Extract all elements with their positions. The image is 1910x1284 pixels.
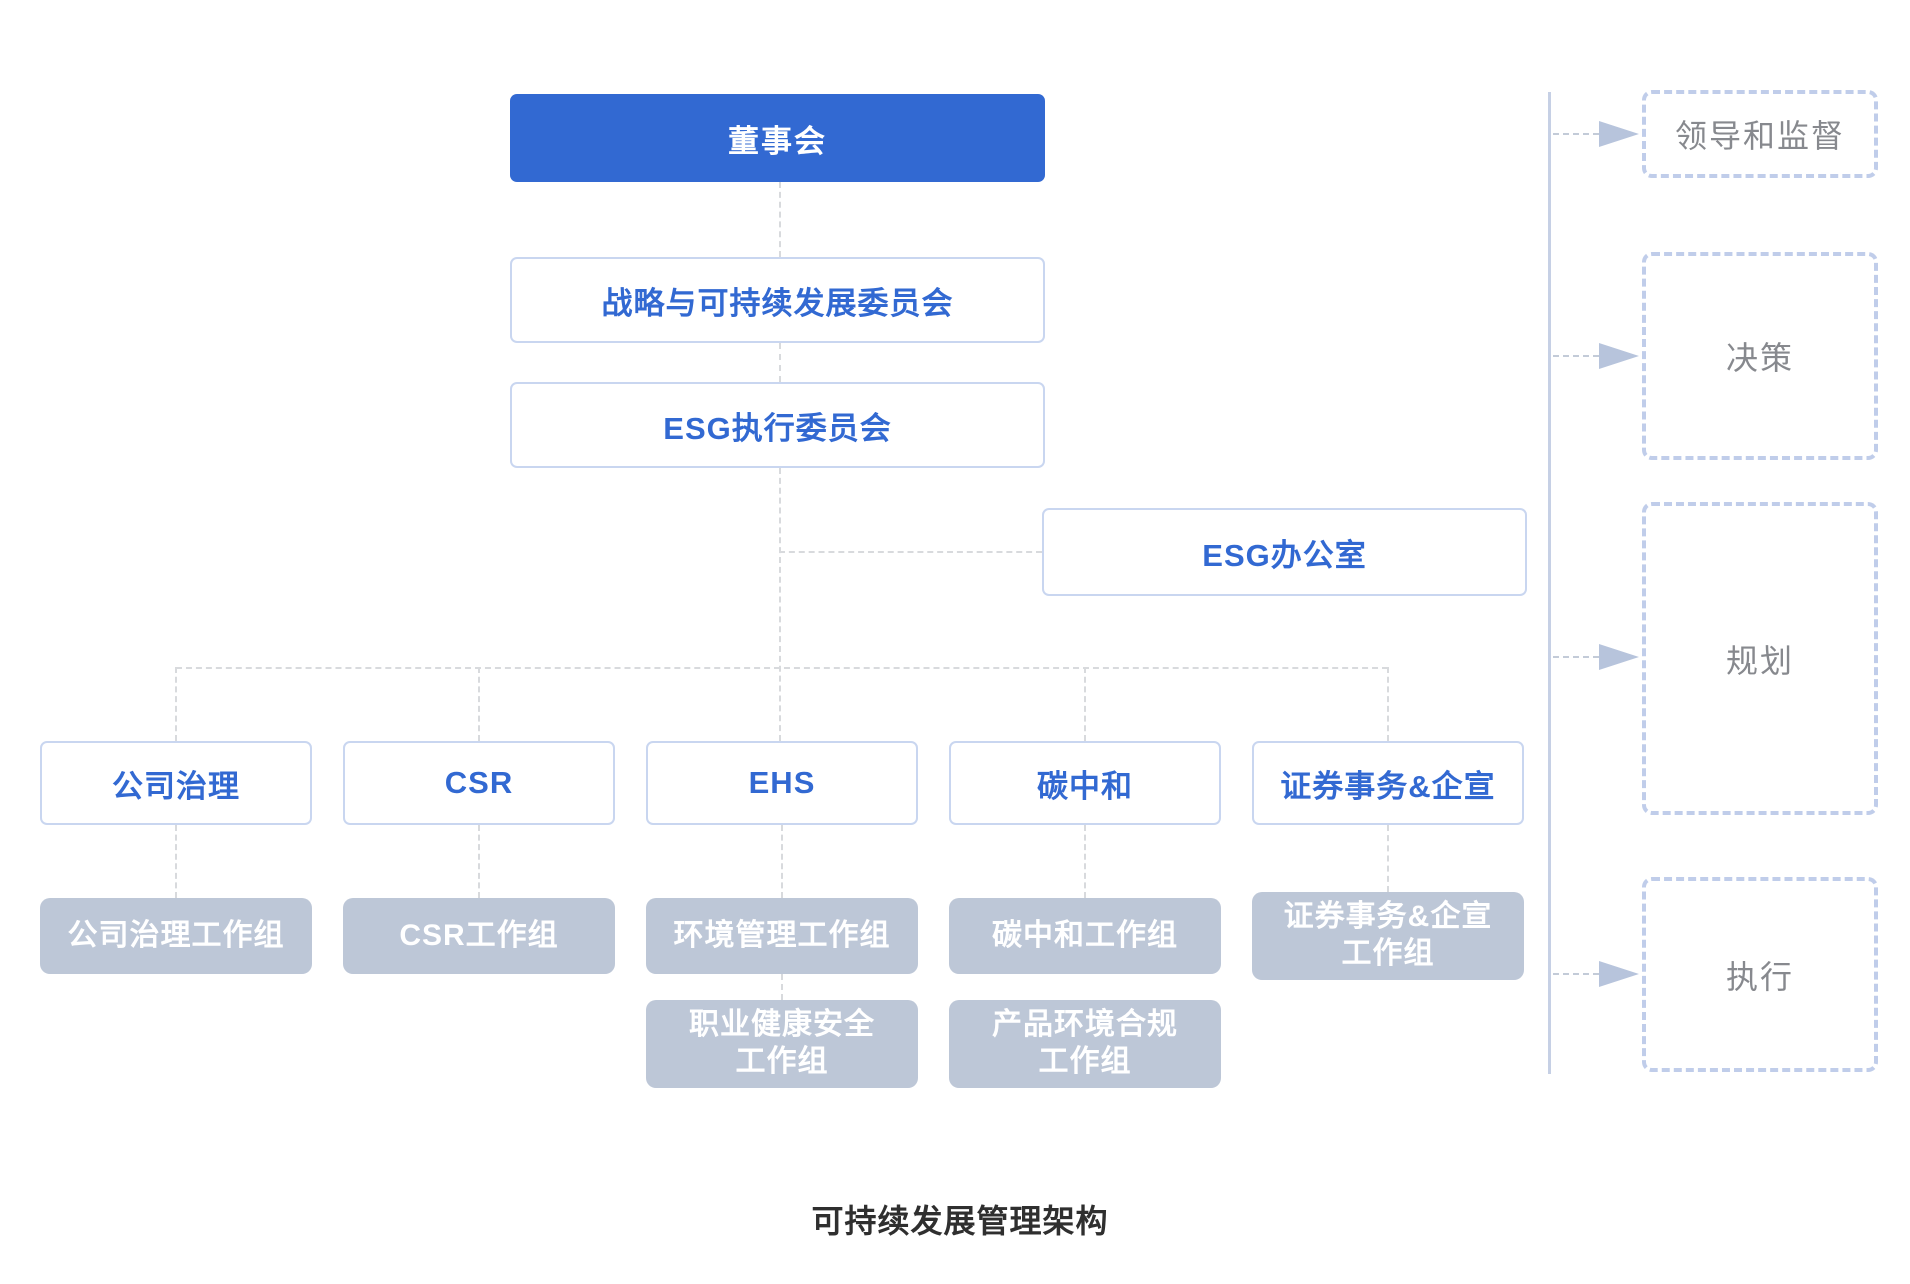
stage-planning-box: 规划 (1642, 502, 1878, 815)
wg-ohs-label-line1: 职业健康安全 (689, 1008, 875, 1042)
connector-stub-carbon (1084, 667, 1086, 741)
dept-governance-box: 公司治理 (40, 741, 312, 825)
connector-strategy-exec (779, 343, 781, 382)
wg-environment-box: 环境管理工作组 (646, 898, 918, 974)
arrow-dash-planning (1553, 656, 1599, 658)
wg-securities-box: 证券事务&企宣 工作组 (1252, 892, 1524, 980)
stage-supervision-label: 领导和监督 (1674, 118, 1845, 154)
strategy-committee-label: 战略与可持续发展委员会 (601, 285, 954, 321)
stage-supervision-box: 领导和监督 (1642, 90, 1878, 178)
wg-environment-label: 环境管理工作组 (673, 918, 891, 952)
dept-csr-box: CSR (343, 741, 615, 825)
wg-product-compliance-label-line1: 产品环境合规 (992, 1008, 1178, 1042)
stage-decision-label: 决策 (1725, 340, 1794, 376)
dept-securities-box: 证券事务&企宣 (1252, 741, 1524, 825)
esg-office-label: ESG办公室 (1202, 537, 1367, 573)
wg-csr-label: CSR工作组 (399, 918, 559, 952)
connector-governance-wg (175, 825, 177, 898)
arrow-icon-execution (1599, 961, 1639, 987)
board-label: 董事会 (728, 123, 827, 159)
connector-ehs-wg (781, 825, 783, 898)
wg-governance-box: 公司治理工作组 (40, 898, 312, 974)
stage-execution-label: 执行 (1725, 958, 1794, 995)
arrow-icon-supervision (1599, 121, 1639, 147)
wg-ohs-label-line2: 工作组 (735, 1045, 829, 1078)
esg-exec-committee-box: ESG执行委员会 (510, 382, 1045, 468)
wg-carbon-label: 碳中和工作组 (992, 918, 1178, 952)
connector-ehs-wg2 (781, 974, 783, 1000)
stage-execution-box: 执行 (1642, 877, 1878, 1072)
wg-carbon-box: 碳中和工作组 (949, 898, 1221, 974)
connector-stub-securities (1387, 667, 1389, 741)
dept-carbon-box: 碳中和 (949, 741, 1221, 825)
connector-stub-csr (478, 667, 480, 741)
arrow-dash-decision (1553, 355, 1599, 357)
connector-spine (779, 468, 781, 741)
dept-ehs-label: EHS (748, 765, 816, 800)
stage-decision-box: 决策 (1642, 252, 1878, 460)
strategy-committee-box: 战略与可持续发展委员会 (510, 257, 1045, 343)
arrow-icon-planning (1599, 644, 1639, 670)
stage-planning-label: 规划 (1725, 642, 1794, 679)
arrow-icon-decision (1599, 343, 1639, 369)
dept-governance-label: 公司治理 (112, 768, 240, 804)
dept-ehs-box: EHS (646, 741, 918, 825)
wg-product-compliance-box: 产品环境合规 工作组 (949, 1000, 1221, 1088)
wg-securities-label-line2: 工作组 (1341, 937, 1435, 970)
wg-product-compliance-label-line2: 工作组 (1038, 1045, 1132, 1078)
board-box: 董事会 (510, 94, 1045, 182)
connector-department-bus (176, 667, 1388, 669)
wg-securities-label-line1: 证券事务&企宣 (1283, 900, 1493, 934)
wg-ohs-box: 职业健康安全 工作组 (646, 1000, 918, 1088)
stage-guide-line (1548, 92, 1551, 1074)
connector-office-branch (779, 551, 1042, 553)
connector-csr-wg (478, 825, 480, 898)
esg-office-box: ESG办公室 (1042, 508, 1527, 596)
esg-exec-committee-label: ESG执行委员会 (663, 410, 892, 446)
dept-securities-label: 证券事务&企宣 (1280, 768, 1496, 804)
arrow-dash-execution (1553, 973, 1599, 975)
connector-stub-governance (175, 667, 177, 741)
wg-csr-box: CSR工作组 (343, 898, 615, 974)
diagram-title: 可持续发展管理架构 (811, 1203, 1109, 1239)
arrow-dash-supervision (1553, 133, 1599, 135)
wg-governance-label: 公司治理工作组 (67, 918, 285, 952)
dept-carbon-label: 碳中和 (1037, 768, 1133, 804)
connector-board-strategy (779, 182, 781, 257)
dept-csr-label: CSR (444, 765, 514, 800)
connector-carbon-wg (1084, 825, 1086, 898)
connector-securities-wg (1387, 825, 1389, 892)
